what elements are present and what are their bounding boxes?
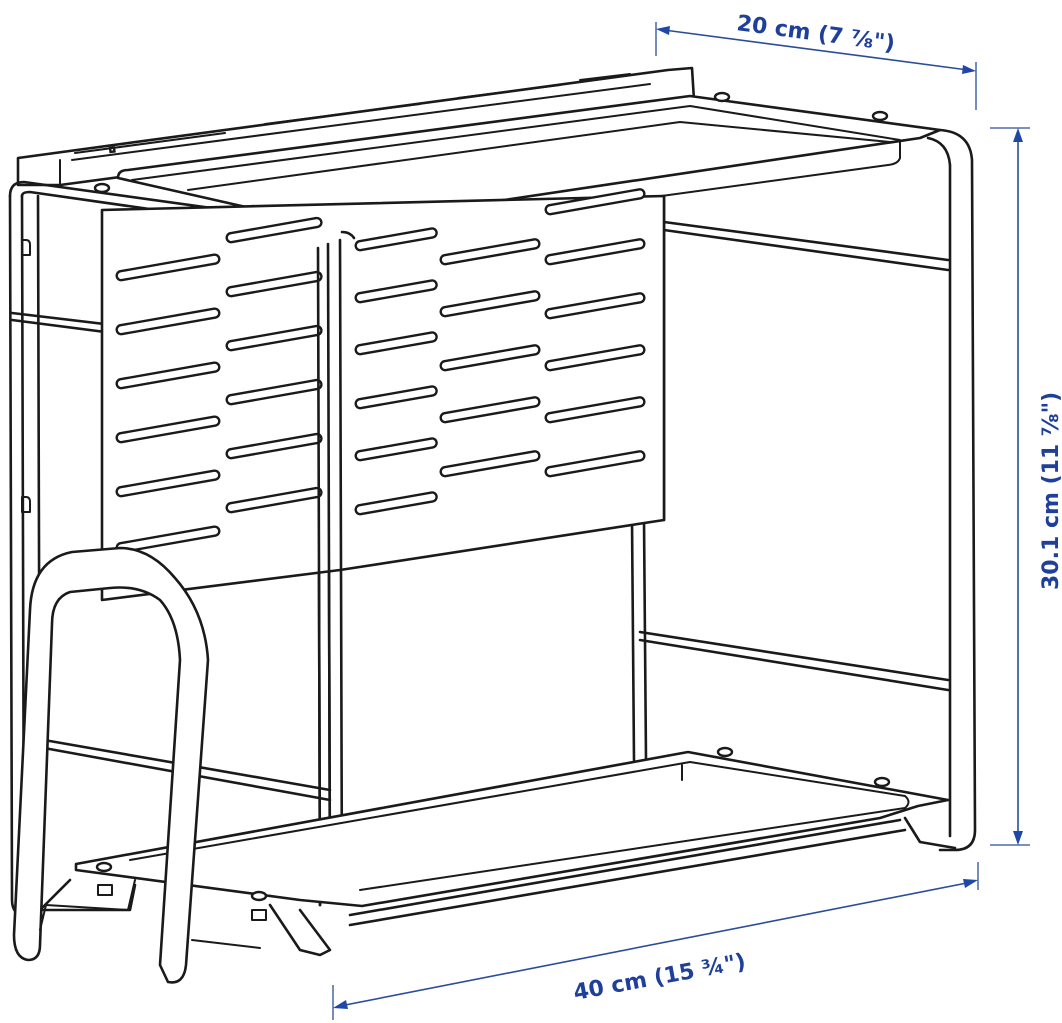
slot-column-3 <box>354 227 438 516</box>
front-left-upright <box>326 242 332 902</box>
top-tray <box>93 91 942 241</box>
slot-column-1 <box>115 253 221 554</box>
front-left-upright-inner <box>316 246 322 907</box>
front-left-upright-outer <box>338 238 344 900</box>
dimension-height-label: 30.1 cm (11 ⅞") <box>1039 392 1062 590</box>
dimension-depth: 20 cm (7 ⅞") <box>655 11 977 110</box>
front-left-upright-cap <box>340 230 356 240</box>
slotted-back-panel <box>100 188 666 602</box>
front-u-handle <box>12 546 261 984</box>
dimension-height: 30.1 cm (11 ⅞") <box>990 127 1062 846</box>
slot-column-2 <box>225 216 323 514</box>
slot-column-4 <box>439 238 541 478</box>
right-frame <box>630 128 977 852</box>
top-mounting-rail <box>16 66 696 187</box>
dimension-width-label: 40 cm (15 ¾") <box>572 950 748 1006</box>
bottom-tray <box>38 746 957 957</box>
slot-column-5 <box>544 188 646 478</box>
